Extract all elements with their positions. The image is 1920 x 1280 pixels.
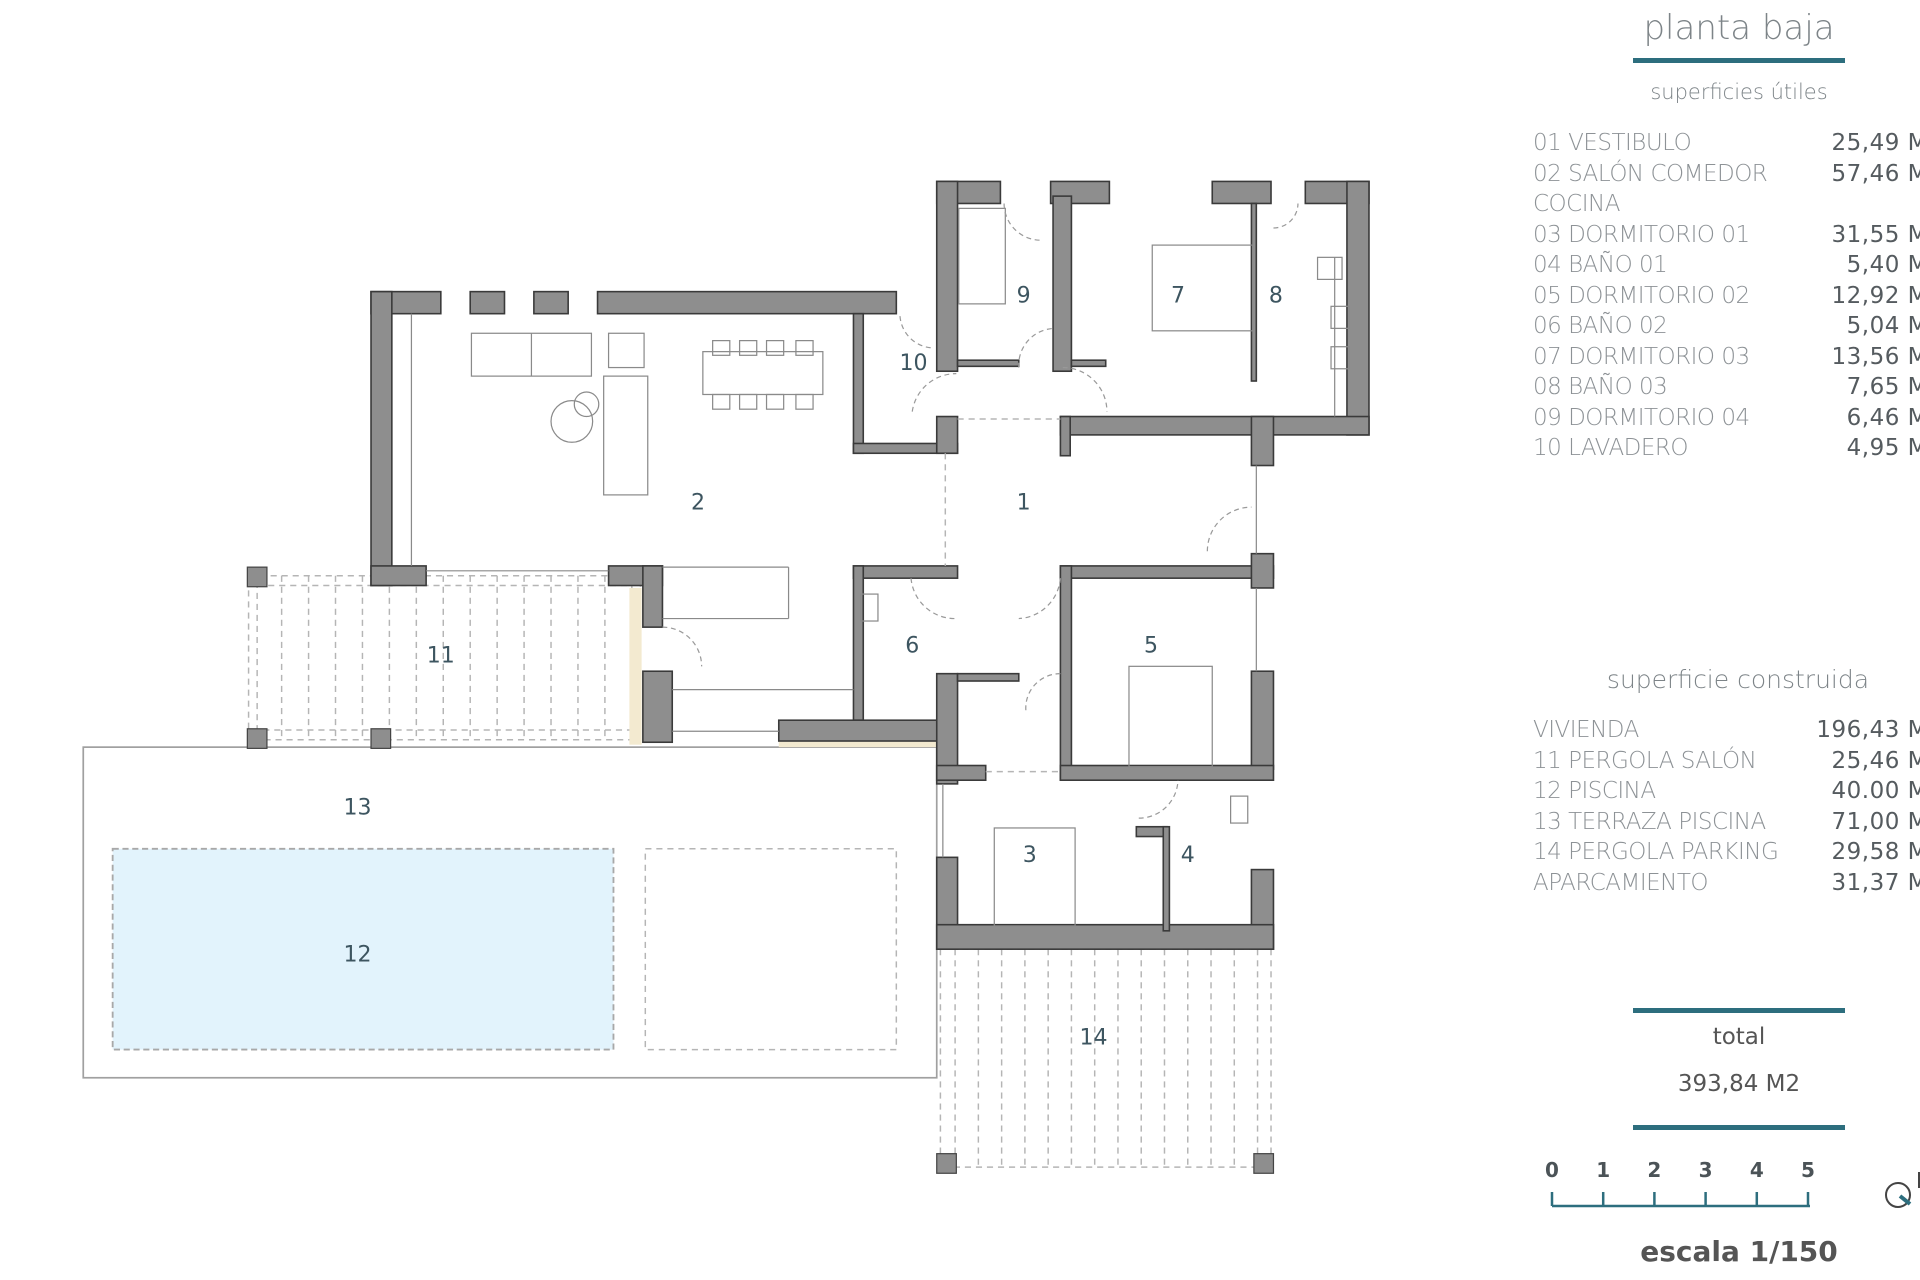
- area-row: APARCAMIENTO 31,37 M: [1533, 868, 1920, 899]
- useful-areas-list: 01 VESTIBULO 25,49 M 02 SALÓN COMEDOR 57,46…: [1533, 128, 1920, 464]
- scale-tick-label: 1: [1596, 1158, 1611, 1182]
- area-label: APARCAMIENTO: [1533, 869, 1709, 896]
- area-row: COCINA: [1533, 189, 1920, 220]
- area-row: 05 DORMITORIO 02 12,92 M: [1533, 281, 1920, 312]
- area-value: 25,49 M: [1831, 130, 1920, 156]
- pergola-post: [936, 1153, 957, 1174]
- area-label: 09 DORMITORIO 04: [1533, 404, 1750, 431]
- area-value: 57,46 M: [1831, 160, 1920, 187]
- area-value: 13,56 M: [1831, 343, 1920, 370]
- area-label: 13 TERRAZA PISCINA: [1533, 808, 1766, 835]
- scale-bar: 0 1 2 3 4 5: [1540, 1158, 1820, 1218]
- furniture: [470, 207, 1350, 927]
- room-number: 4: [1181, 843, 1195, 868]
- room-number: 3: [1023, 843, 1037, 868]
- area-value: 29,58 M: [1831, 839, 1920, 865]
- room-number: 10: [899, 351, 927, 376]
- area-value: 71,00 M: [1831, 808, 1920, 835]
- room-number: 14: [1079, 1026, 1107, 1051]
- area-row: 06 BAÑO 02 5,04 M: [1533, 311, 1920, 342]
- area-label: COCINA: [1533, 191, 1620, 217]
- area-row: 10 LAVADERO 4,95 M: [1533, 433, 1920, 464]
- pergola-parking: [939, 948, 1272, 1168]
- pergola-hatch: [629, 587, 642, 745]
- area-value: 12,92 M: [1831, 282, 1920, 309]
- room-number: 5: [1144, 634, 1158, 659]
- area-row: 11 PERGOLA SALÓN 25,46 M: [1533, 746, 1920, 777]
- room-number: 2: [691, 490, 705, 515]
- area-row: 13 TERRAZA PISCINA 71,00 M: [1533, 807, 1920, 838]
- area-label: 06 BAÑO 02: [1533, 313, 1668, 339]
- room-number: 13: [344, 795, 372, 820]
- area-row: 02 SALÓN COMEDOR 57,46 M: [1533, 159, 1920, 190]
- area-row: 03 DORMITORIO 01 31,55 M: [1533, 220, 1920, 251]
- area-label: VIVIENDA: [1533, 717, 1639, 743]
- built-heading: superficie construida: [1606, 665, 1870, 694]
- area-value: 25,46 M: [1831, 747, 1920, 774]
- area-label: 07 DORMITORIO 03: [1533, 343, 1750, 370]
- scale-tick-label: 2: [1647, 1158, 1662, 1182]
- area-label: 11 PERGOLA SALÓN: [1533, 747, 1757, 774]
- area-row: 08 BAÑO 03 7,65 M: [1533, 372, 1920, 403]
- area-row: VIVIENDA 196,43 M: [1533, 715, 1920, 746]
- area-row: 09 DORMITORIO 04 6,46 M: [1533, 403, 1920, 434]
- scale-label: escala 1/150: [1640, 1235, 1838, 1268]
- pergola-post: [246, 566, 268, 588]
- area-label: 10 LAVADERO: [1533, 435, 1689, 461]
- scale-bar-graphic: [1550, 1192, 1810, 1208]
- pergola-post: [1253, 1153, 1275, 1174]
- area-label: 05 DORMITORIO 02: [1533, 282, 1750, 309]
- area-value: 4,95 M: [1846, 435, 1920, 461]
- pool-deck-outline: [644, 848, 898, 1051]
- useful-heading: superficies útiles: [1650, 80, 1828, 104]
- door-swings: [662, 203, 1299, 819]
- total-rule-top: [1633, 1008, 1845, 1013]
- pergola-post: [370, 728, 392, 749]
- scale-tick-label: 3: [1698, 1158, 1713, 1182]
- area-value: 40.00 M: [1831, 778, 1920, 804]
- area-label: 14 PERGOLA PARKING: [1533, 839, 1779, 865]
- room-number: 6: [905, 634, 919, 659]
- room-number: 9: [1017, 284, 1031, 309]
- area-value: 196,43 M: [1816, 717, 1920, 743]
- area-label: 03 DORMITORIO 01: [1533, 221, 1750, 248]
- total-rule-bottom: [1633, 1125, 1845, 1130]
- area-row: 01 VESTIBULO 25,49 M: [1533, 128, 1920, 159]
- area-value: 5,04 M: [1846, 313, 1920, 339]
- room-number: 8: [1269, 284, 1283, 309]
- area-row: 14 PERGOLA PARKING 29,58 M: [1533, 837, 1920, 868]
- glazing: [410, 257, 1336, 858]
- area-label: 08 BAÑO 03: [1533, 374, 1668, 400]
- area-value: 31,55 M: [1831, 221, 1920, 248]
- area-row: 04 BAÑO 01 5,40 M: [1533, 250, 1920, 281]
- room-number: 11: [427, 644, 455, 669]
- area-value: 6,46 M: [1846, 404, 1920, 431]
- area-value: 5,40 M: [1846, 252, 1920, 278]
- scale-tick-label: 0: [1545, 1158, 1559, 1182]
- total-value: 393,84 M2: [1677, 1071, 1801, 1097]
- plan-title: planta baja: [1643, 8, 1835, 48]
- walls: [370, 180, 1370, 950]
- area-value: 31,37 M: [1831, 869, 1920, 896]
- room-number: 12: [344, 942, 372, 967]
- room-number: 1: [1017, 490, 1031, 515]
- area-label: 04 BAÑO 01: [1533, 252, 1668, 278]
- title-rule: [1633, 58, 1845, 63]
- area-row: 12 PISCINA 40.00 M: [1533, 776, 1920, 807]
- area-label: 12 PISCINA: [1533, 778, 1656, 804]
- north-arrow-icon: [1885, 1172, 1920, 1208]
- pergola-post: [246, 728, 268, 749]
- scale-tick-label: 4: [1749, 1158, 1764, 1182]
- total-label: total: [1712, 1024, 1766, 1050]
- pool: [111, 847, 615, 1051]
- area-label: 01 VESTIBULO: [1533, 130, 1692, 156]
- area-row: 07 DORMITORIO 03 13,56 M: [1533, 342, 1920, 373]
- scale-tick-label: 5: [1801, 1158, 1815, 1182]
- area-value: 7,65 M: [1846, 374, 1920, 400]
- room-number: 7: [1171, 284, 1185, 309]
- area-label: 02 SALÓN COMEDOR: [1533, 160, 1768, 187]
